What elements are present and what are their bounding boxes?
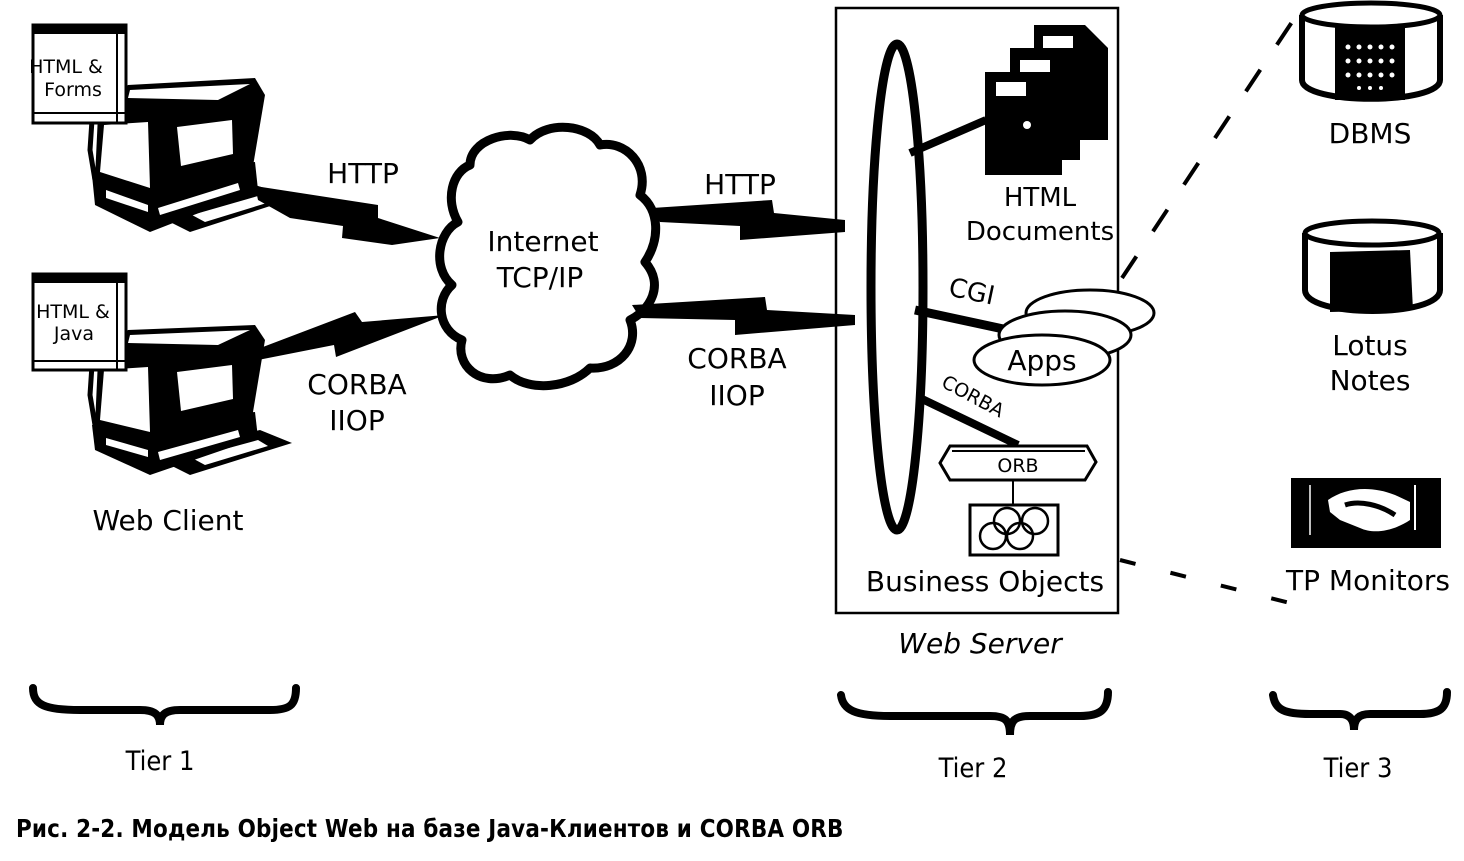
tier3-label: Tier 3 <box>1323 753 1393 784</box>
tier2-label: Tier 2 <box>938 753 1008 784</box>
lotus-notes-label-line1: Lotus <box>1332 329 1408 362</box>
tp-monitors-label: TP Monitors <box>1285 564 1450 597</box>
corba-label-left-line1: CORBA <box>307 368 406 401</box>
tier3-brace-icon <box>1269 688 1451 731</box>
html-documents-icon <box>908 25 1108 175</box>
tier1-brace-icon <box>29 684 300 726</box>
dbms-icon <box>1299 0 1443 102</box>
business-objects-icon <box>968 503 1060 557</box>
cgi-connector <box>914 305 1009 335</box>
corba-label-right-line2: IIOP <box>709 379 764 412</box>
dbms-label: DBMS <box>1329 117 1412 150</box>
corba-label-left-line2: IIOP <box>329 404 384 437</box>
html-documents-label-line2: Documents <box>966 217 1114 247</box>
http-label-left: HTTP <box>327 157 399 190</box>
internet-cloud-icon <box>435 122 661 391</box>
apps-stack-icon <box>972 288 1156 387</box>
corba-label-right-line1: CORBA <box>687 342 786 375</box>
computer-icon <box>87 78 295 232</box>
cgi-label: CGI <box>946 273 997 312</box>
web-client-top: HTML & Forms <box>29 23 295 232</box>
tier1-label: Tier 1 <box>125 746 195 777</box>
orb-bus-icon <box>938 444 1098 482</box>
html-documents-label-line1: HTML <box>1004 183 1077 213</box>
figure-caption: Рис. 2-2. Модель Object Web на базе Java… <box>16 814 844 843</box>
client-window-label-line1: HTML & <box>29 56 103 78</box>
lotus-notes-icon <box>1302 218 1443 314</box>
http-label-right: HTTP <box>704 168 776 201</box>
browser-window-icon <box>31 23 128 125</box>
web-client-bottom: HTML & Java <box>31 272 292 475</box>
orb-label: ORB <box>997 455 1038 477</box>
tier2-brace-icon <box>837 688 1112 736</box>
apps-label: Apps <box>1007 344 1076 377</box>
cloud-label-line1: Internet <box>487 225 598 258</box>
computer-icon <box>87 325 292 475</box>
business-objects-label: Business Objects <box>866 565 1104 598</box>
web-server-label: Web Server <box>898 627 1063 660</box>
lotus-notes-label-line2: Notes <box>1330 364 1411 397</box>
corba-connector <box>918 394 1020 449</box>
web-client-label: Web Client <box>92 504 243 537</box>
tp-monitors-handshake-icon <box>1291 478 1441 548</box>
http-link-left <box>255 186 440 245</box>
client-window-label-line1: HTML & <box>36 301 110 323</box>
client-window-label-line2: Java <box>53 323 94 345</box>
client-window-label-line2: Forms <box>44 79 102 101</box>
tp-dashed-link <box>1119 558 1291 605</box>
corba-link-left <box>255 312 445 360</box>
http-link-right <box>652 200 845 240</box>
web-server-bus <box>866 39 928 535</box>
corba-link-right <box>632 297 855 335</box>
dbms-dashed-link <box>1120 20 1294 280</box>
browser-window-icon <box>31 272 128 372</box>
cloud-label-line2: TCP/IP <box>496 261 583 294</box>
